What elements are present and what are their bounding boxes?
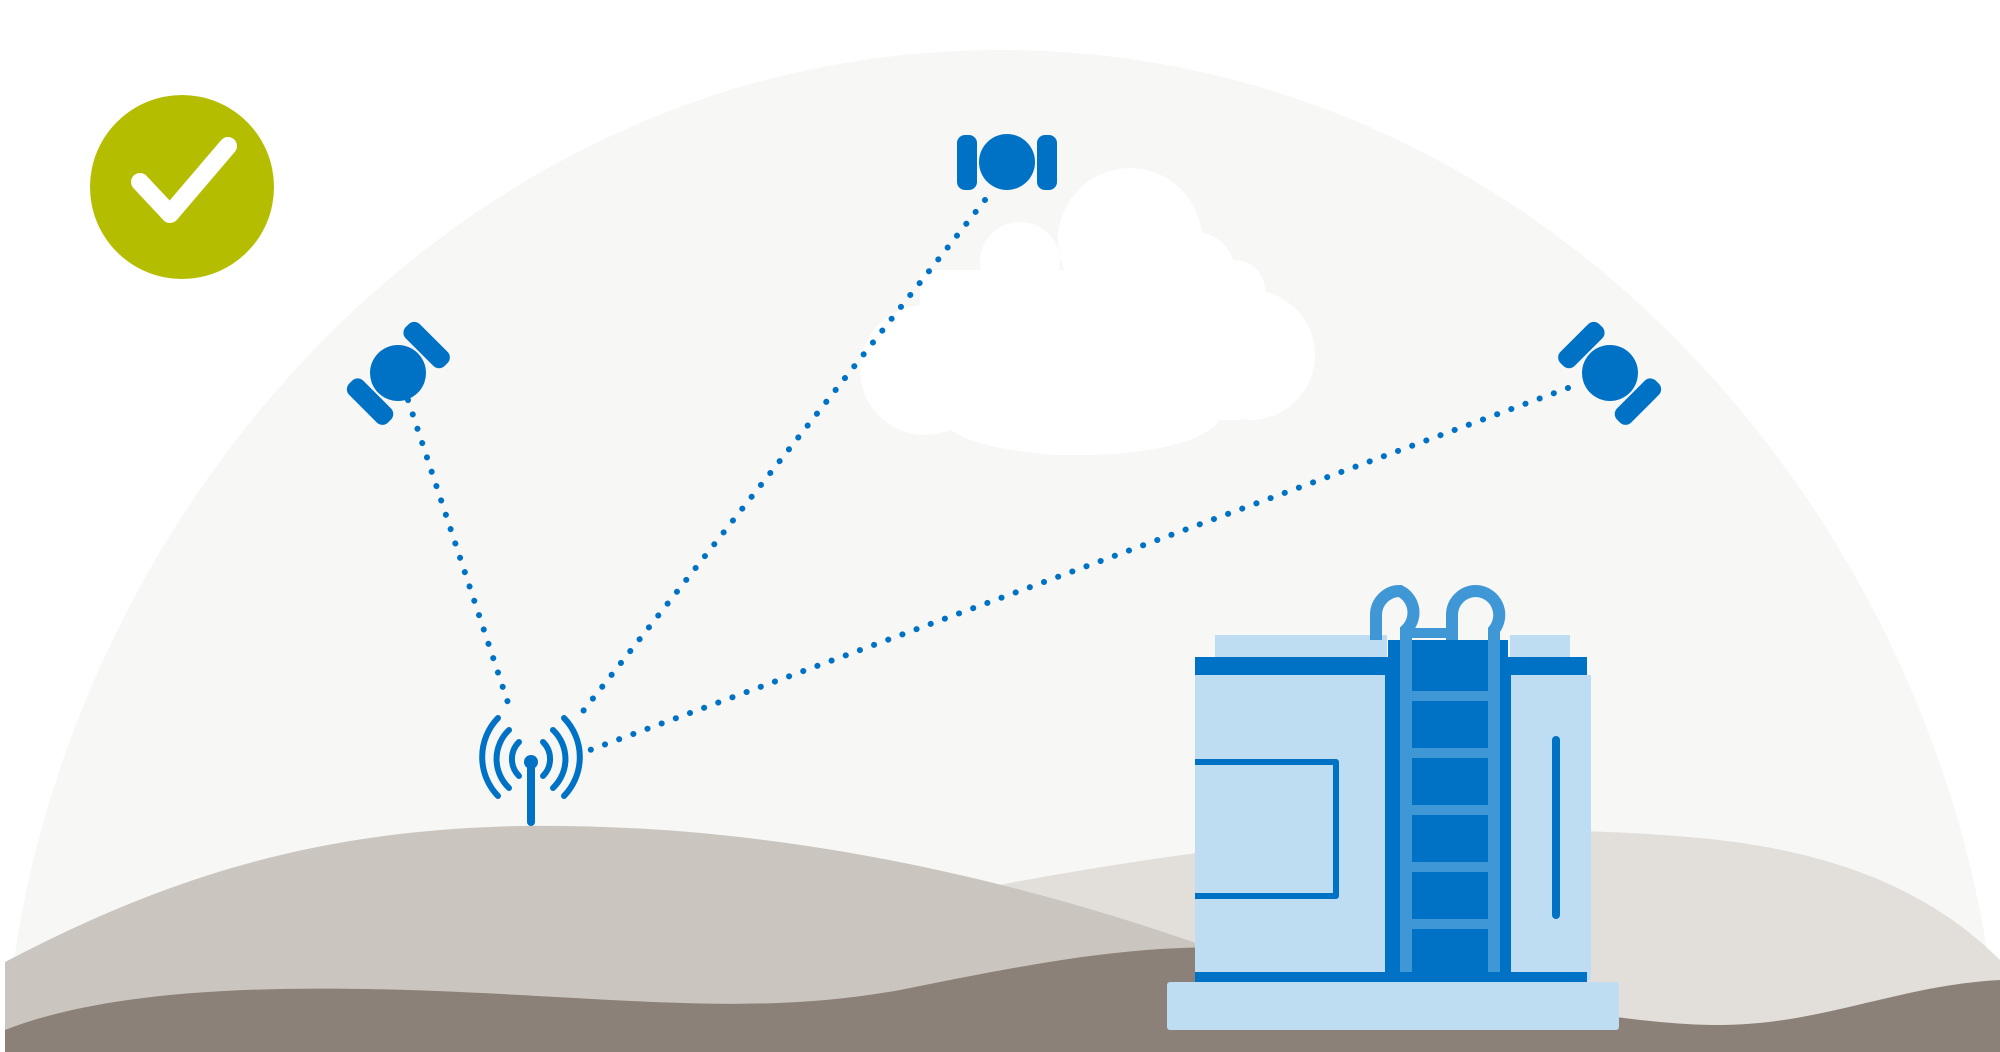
cloud (860, 168, 1315, 455)
signal-line-top (577, 197, 988, 718)
signal-line-left (405, 397, 515, 718)
satellite-icon (957, 134, 1057, 190)
antenna-icon (479, 715, 583, 826)
storage-tank-icon (1167, 584, 1619, 1030)
satellite-icon (346, 321, 450, 425)
checkmark-icon (131, 137, 237, 223)
satellite-icon (1558, 321, 1662, 425)
status-check-badge (90, 95, 274, 279)
signal-lines (405, 197, 1571, 753)
